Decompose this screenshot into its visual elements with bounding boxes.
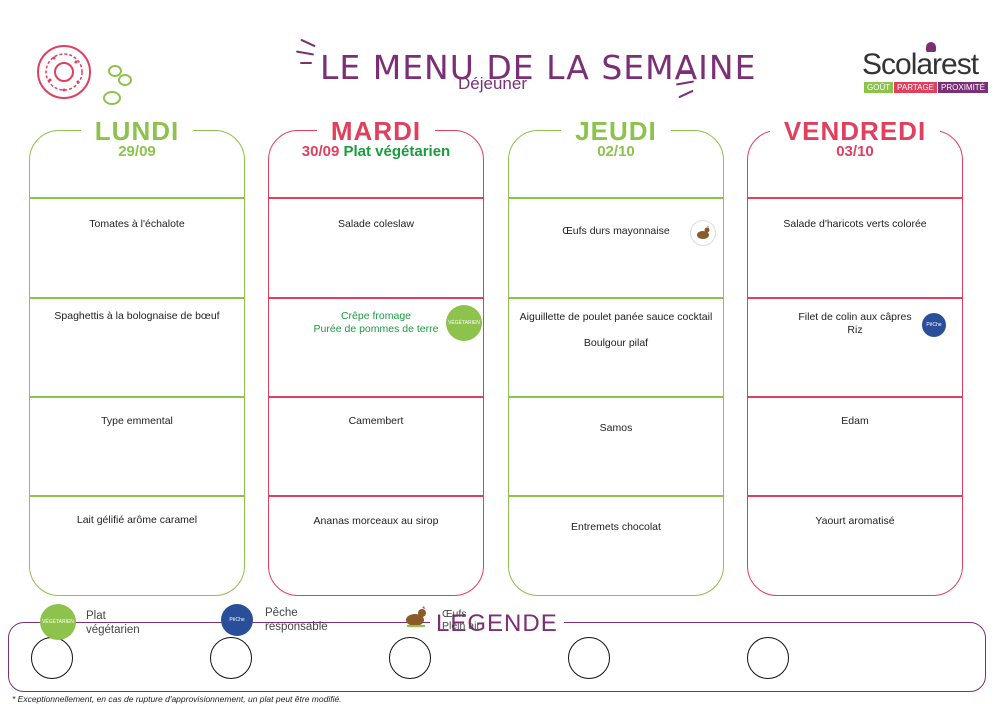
badge-label: VÉGÉTARIEN [42, 619, 74, 625]
day-date: 03/10 [836, 143, 874, 160]
day-name: MARDI [268, 116, 484, 147]
divider [30, 297, 244, 299]
menu-item: Aiguillette de poulet panée sauce cockta… [519, 311, 713, 323]
page-title: LE MENU DE LA SEMAINE [320, 48, 757, 87]
divider [30, 197, 244, 199]
divider [748, 197, 962, 199]
divider [30, 495, 244, 497]
day-name: VENDREDI [747, 116, 963, 147]
blank-circle [389, 637, 431, 679]
brand-name: Scolarest [862, 48, 979, 81]
menu-item: Lait gélifié arôme caramel [76, 514, 198, 526]
divider [30, 396, 244, 398]
hen-badge-icon [690, 220, 716, 246]
brand-tag: PROXIMITÉ [938, 82, 989, 93]
vegetarian-day-label: Plat végétarien [343, 143, 451, 160]
legend-line: responsable [265, 621, 328, 633]
menu-item: Boulgour pilaf [583, 337, 649, 349]
divider [509, 396, 723, 398]
divider [509, 297, 723, 299]
divider [748, 297, 962, 299]
menu-item: Filet de colin aux câpres [798, 311, 912, 323]
decor-stroke [678, 89, 694, 99]
menu-item: Type emmental [101, 415, 173, 427]
divider [269, 197, 483, 199]
menu-item: Purée de pommes de terre [313, 323, 439, 335]
vegetarian-badge-icon: VÉGÉTARIEN [446, 305, 482, 341]
legend-label-eggs: Œufs Plein air [442, 608, 480, 632]
day-date: 30/09 Plat végétarien [268, 143, 484, 160]
legend-title: LEGENDE [430, 610, 564, 638]
page-subtitle: Déjeuner [458, 74, 527, 93]
badge-label: PêChe [926, 322, 942, 328]
day-date: 02/10 [597, 143, 635, 160]
menu-item: Spaghettis à la bolognaise de bœuf [54, 310, 220, 322]
menu-item: Ananas morceaux au sirop [313, 515, 439, 527]
menu-item: Camembert [348, 415, 404, 427]
divider [748, 396, 962, 398]
blank-circle [747, 637, 789, 679]
day-name: JEUDI [508, 116, 724, 147]
day-name: LUNDI [29, 116, 245, 147]
badge-label: VÉGÉTARIEN [448, 320, 480, 326]
menu-item: Entremets chocolat [571, 521, 661, 533]
decor-stroke [678, 72, 692, 74]
menu-item: Yaourt aromatisé [815, 515, 895, 527]
divider [269, 297, 483, 299]
brand-tag: PARTAGE [894, 82, 938, 93]
menu-item: Samos [599, 422, 633, 434]
menu-item: Riz [847, 324, 863, 336]
blank-circle [210, 637, 252, 679]
menu-item: Œufs durs mayonnaise [562, 225, 670, 237]
vegetarian-icon: VÉGÉTARIEN [40, 604, 76, 640]
decor-stroke [295, 50, 315, 56]
decor-stroke [300, 38, 316, 48]
decor-stroke [300, 62, 312, 64]
divider [269, 396, 483, 398]
legend-label-fishing: Pêche responsable [265, 606, 328, 634]
legend-line: végétarien [86, 624, 140, 636]
menu-item: Edam [841, 415, 869, 427]
brand-tag: GOÛT [864, 82, 894, 93]
legend-line: Pêche [265, 607, 298, 619]
footnote: * Exceptionnellement, en cas de rupture … [12, 694, 342, 704]
legend-label-vegetarian: Plat végétarien [86, 609, 140, 637]
hen-icon [403, 606, 429, 633]
divider [509, 495, 723, 497]
day-date: 29/09 [118, 143, 156, 160]
chef-hat-icon [926, 42, 936, 52]
legend-line: Plat [86, 610, 106, 622]
fishing-badge-icon: PêChe [922, 313, 946, 337]
menu-item: Crêpe fromage [340, 310, 412, 322]
divider [748, 495, 962, 497]
legend-line: Plein air [442, 620, 480, 632]
fish-icon: PêChe [221, 604, 253, 636]
menu-item: Tomates à l'échalote [89, 218, 185, 230]
legend-line: Œufs [442, 608, 467, 620]
blank-circle [31, 637, 73, 679]
menu-item: Salade coleslaw [338, 218, 414, 230]
divider [269, 495, 483, 497]
day-date-value: 30/09 [301, 143, 340, 160]
menu-item: Salade d'haricots verts colorée [783, 218, 927, 230]
donut-logo-icon [36, 44, 136, 119]
blank-circle [568, 637, 610, 679]
badge-label: PêChe [229, 617, 245, 623]
divider [509, 197, 723, 199]
scolarest-logo: Scolarest GOÛT PARTAGE PROXIMITÉ [862, 42, 989, 98]
